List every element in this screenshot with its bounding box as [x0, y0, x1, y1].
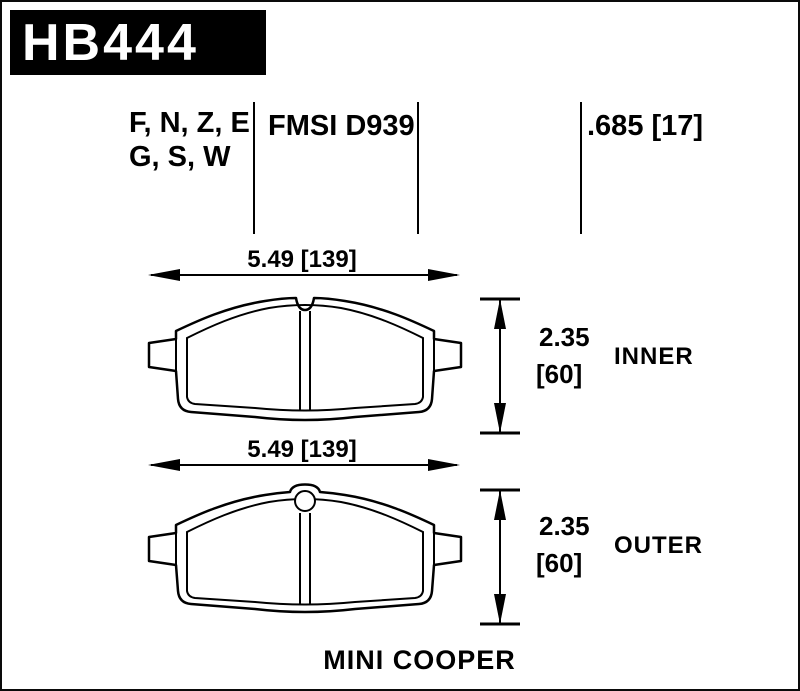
- outer-pad-height-in: 2.35: [539, 511, 590, 541]
- outer-pad-side-label: OUTER: [614, 532, 703, 559]
- inner-pad-height-mm: [60]: [536, 359, 583, 389]
- outer-pad-height-arrow: [480, 488, 520, 626]
- outer-pad-width-label: 5.49 [139]: [247, 436, 357, 463]
- outer-pad-drawing: [147, 483, 463, 614]
- inner-pad-height-arrow: [480, 297, 520, 435]
- fmsi-number: FMSI D939: [268, 110, 415, 142]
- compound-codes: F, N, Z, E G, S, W: [129, 106, 250, 174]
- header-divider-1: [253, 102, 255, 234]
- outer-pad-height-mm: [60]: [536, 548, 583, 578]
- inner-pad-height-in: 2.35: [539, 322, 590, 352]
- header-divider-2: [417, 102, 419, 234]
- pad-thickness: .685 [17]: [587, 110, 704, 142]
- inner-pad-width-label: 5.49 [139]: [247, 246, 357, 273]
- inner-pad-drawing: [147, 296, 463, 422]
- inner-pad-width-arrow: [148, 269, 460, 281]
- inner-pad-side-label: INNER: [614, 343, 694, 370]
- header-divider-3: [580, 102, 582, 234]
- compound-codes-line1: F, N, Z, E: [129, 107, 250, 139]
- compound-codes-line2: G, S, W: [129, 141, 231, 173]
- part-number-box: HB444: [10, 10, 266, 75]
- part-number: HB444: [22, 13, 199, 72]
- outer-pad-width-arrow: [148, 459, 460, 471]
- vehicle-name: MINI COOPER: [323, 645, 516, 675]
